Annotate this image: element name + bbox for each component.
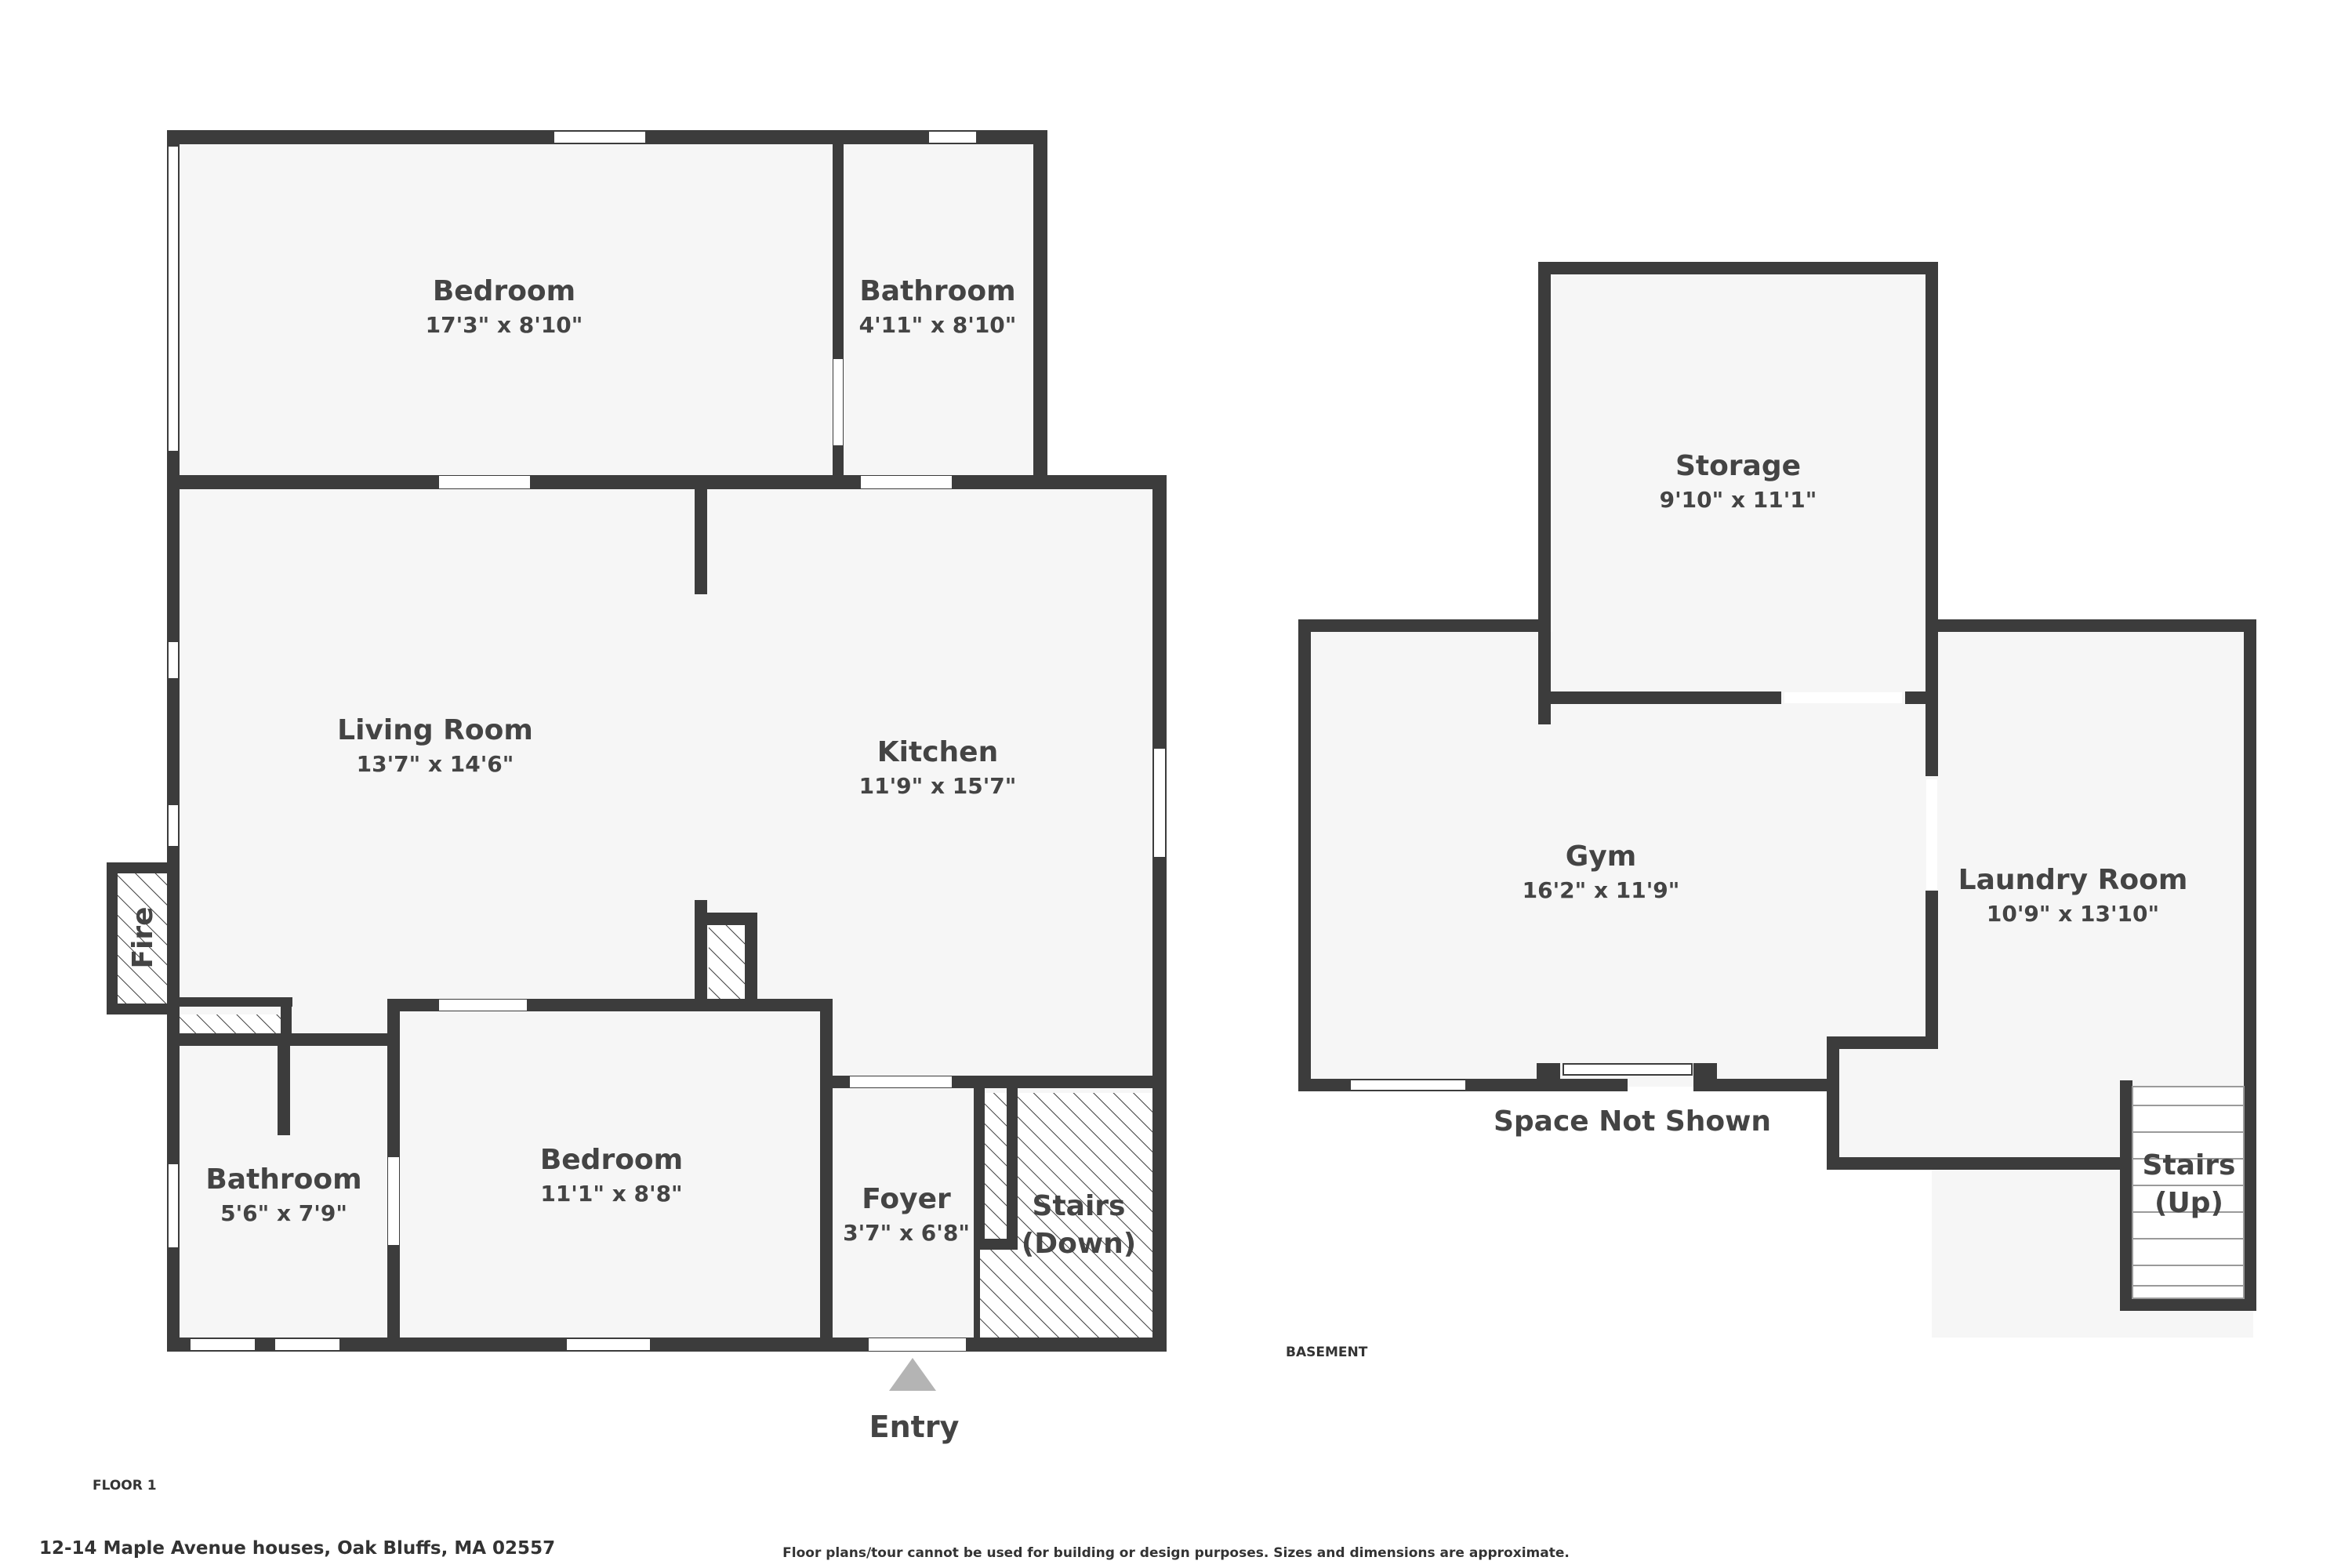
basement-floor-fill xyxy=(1311,274,2253,1338)
disclaimer-footer: Floor plans/tour cannot be used for buil… xyxy=(782,1545,1570,1561)
doorway xyxy=(850,1076,952,1087)
doorway xyxy=(439,476,530,488)
address-footer: 12-14 Maple Avenue houses, Oak Bluffs, M… xyxy=(39,1538,555,1559)
floor-1-label: FLOOR 1 xyxy=(93,1478,157,1494)
room-dims-bathroom-bottom: 5'6" x 7'9" xyxy=(220,1200,347,1226)
window xyxy=(1349,1079,1467,1091)
doorway xyxy=(861,476,952,488)
doorway xyxy=(1926,779,1937,889)
doorway xyxy=(388,1157,399,1245)
basement-windows xyxy=(1349,1063,1693,1091)
window xyxy=(274,1338,341,1352)
room-dims-bedroom-top: 17'3" x 8'10" xyxy=(426,312,583,338)
room-name-storage: Storage xyxy=(1675,450,1801,482)
fire-label: Fire xyxy=(127,906,159,968)
room-name-kitchen: Kitchen xyxy=(877,736,998,768)
doorway xyxy=(833,359,843,445)
floor-1-plan: Bedroom 17'3" x 8'10" Bathroom 4'11" x 8… xyxy=(93,130,1167,1494)
room-name-bathroom-bottom: Bathroom xyxy=(205,1163,361,1196)
window xyxy=(927,130,978,144)
stairs-up-treads xyxy=(2132,1086,2245,1299)
room-name-bathroom-top: Bathroom xyxy=(859,275,1015,307)
room-dims-gym: 16'2" x 11'9" xyxy=(1523,877,1680,903)
entry-label: Entry xyxy=(869,1410,960,1444)
basement-label: BASEMENT xyxy=(1286,1345,1368,1360)
stairs-down-label-line2: (Down) xyxy=(1022,1228,1136,1260)
window xyxy=(167,1163,180,1249)
room-name-laundry-room: Laundry Room xyxy=(1958,864,2188,896)
basement-walls xyxy=(1298,262,2256,1311)
entry-arrow-icon xyxy=(889,1358,936,1391)
room-dims-bedroom-bottom: 11'1" x 8'8" xyxy=(540,1181,682,1207)
room-dims-foyer: 3'7" x 6'8" xyxy=(843,1220,970,1246)
room-name-living-room: Living Room xyxy=(337,714,533,746)
floor-1-windows xyxy=(167,130,1167,1352)
room-dims-kitchen: 11'9" x 15'7" xyxy=(859,773,1017,799)
window xyxy=(167,145,180,452)
space-not-shown-label: Space Not Shown xyxy=(1494,1105,1771,1138)
floor-1-openings xyxy=(388,359,966,1351)
doorway xyxy=(1784,692,1902,703)
room-dims-laundry-room: 10'9" x 13'10" xyxy=(1987,901,2159,927)
window xyxy=(1152,747,1167,858)
stairs-up-label-line2: (Up) xyxy=(2154,1187,2223,1219)
room-name-bedroom-bottom: Bedroom xyxy=(540,1144,683,1176)
room-dims-bathroom-top: 4'11" x 8'10" xyxy=(859,312,1017,338)
basement-openings xyxy=(1784,692,1937,889)
doorway xyxy=(439,1000,527,1011)
window xyxy=(189,1338,256,1352)
room-name-foyer: Foyer xyxy=(862,1183,951,1215)
window xyxy=(167,804,180,848)
room-name-gym: Gym xyxy=(1566,840,1637,873)
fireplace-hearth xyxy=(114,872,169,1008)
room-dims-living-room: 13'7" x 14'6" xyxy=(357,751,514,777)
chimney-block xyxy=(709,922,748,999)
entry-door-gap xyxy=(869,1338,966,1351)
window xyxy=(167,641,180,680)
room-name-bedroom-top: Bedroom xyxy=(433,275,575,307)
stairs-down-label-line1: Stairs xyxy=(1033,1190,1126,1222)
room-dims-storage: 9'10" x 11'1" xyxy=(1660,487,1817,513)
stairs-up-label-line1: Stairs xyxy=(2143,1149,2236,1181)
window xyxy=(1563,1063,1693,1076)
window xyxy=(553,130,647,144)
bathroom-closet-hatch xyxy=(179,1014,281,1036)
basement-plan: Storage 9'10" x 11'1" Gym 16'2" x 11'9" … xyxy=(1286,262,2256,1360)
window xyxy=(565,1338,652,1352)
